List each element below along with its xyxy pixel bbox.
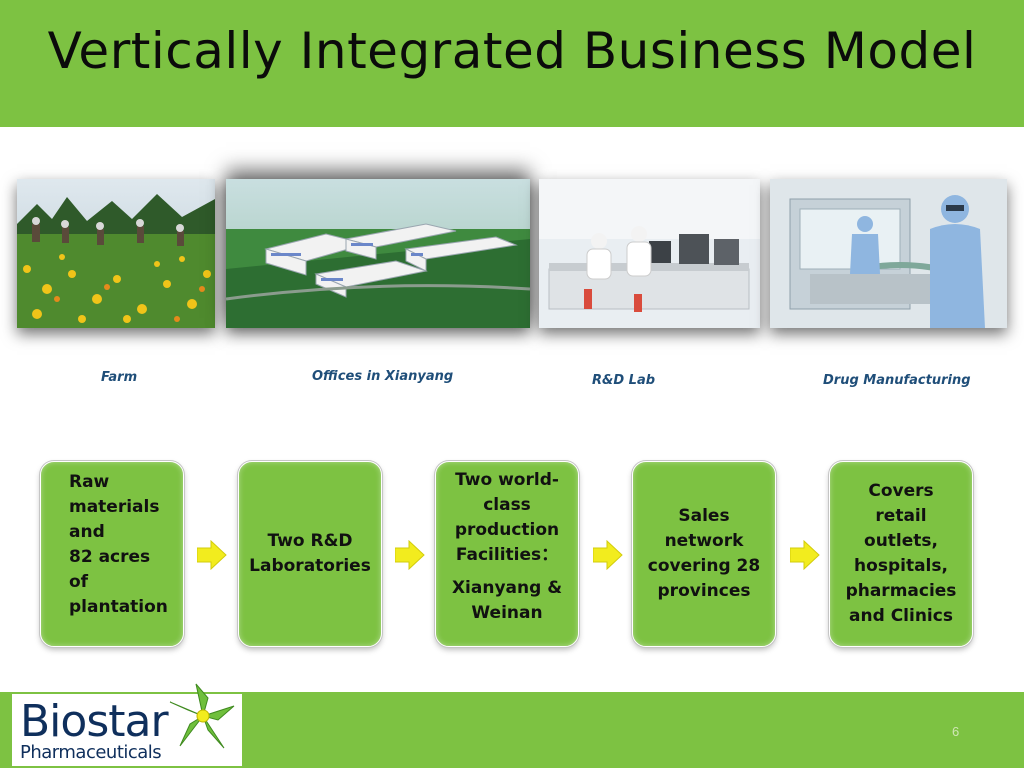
step-text: Covers retail outlets, hospitals, pharma… xyxy=(845,481,957,626)
company-logo: Biostar Pharmaceuticals xyxy=(12,683,242,766)
logo-name: Biostar xyxy=(20,696,169,747)
step-text: Raw materials and xyxy=(69,472,160,542)
arrow-right-icon xyxy=(592,539,623,571)
process-step-sales-network: Sales network covering 28 provinces xyxy=(632,461,776,647)
offices-caption: Offices in Xianyang xyxy=(312,369,454,384)
farm-caption: Farm xyxy=(101,370,138,385)
slide-title: Vertically Integrated Business Model xyxy=(47,22,977,80)
arrow-right-icon xyxy=(394,539,425,571)
process-step-production: Two world-class production Facilities： X… xyxy=(435,461,579,647)
rd-lab-photo xyxy=(539,179,760,328)
rd-lab-caption: R&D Lab xyxy=(592,373,656,388)
arrow-right-icon xyxy=(789,539,820,571)
drug-manufacturing-caption: Drug Manufacturing xyxy=(823,373,971,388)
farm-photo xyxy=(17,179,215,328)
step-text: Xianyang & Weinan xyxy=(451,578,563,623)
offices-photo xyxy=(226,179,530,328)
logo-subtitle: Pharmaceuticals xyxy=(20,742,162,763)
step-text: Two R&D Laboratories xyxy=(249,531,371,576)
process-step-coverage: Covers retail outlets, hospitals, pharma… xyxy=(829,461,973,647)
process-step-rd-labs: Two R&D Laboratories xyxy=(238,461,382,647)
step-text: 82 acres of plantation xyxy=(69,547,168,617)
title-bar xyxy=(0,0,1024,127)
arrow-right-icon xyxy=(196,539,227,571)
step-text: Two world-class production Facilities： xyxy=(454,470,560,565)
star-leaf-icon xyxy=(169,683,235,749)
process-step-raw-materials: Raw materials and 82 acres of plantation xyxy=(40,461,184,647)
step-text: Sales network covering 28 provinces xyxy=(647,506,761,601)
drug-manufacturing-photo xyxy=(770,179,1007,328)
page-number: 6 xyxy=(952,724,960,739)
